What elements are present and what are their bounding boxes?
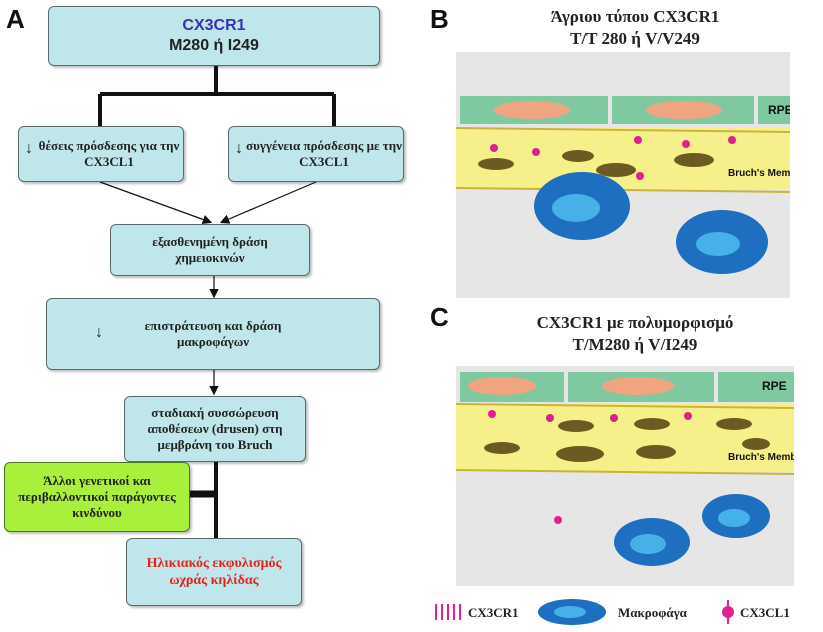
legend-macrophage-label: Μακροφάγα [618,605,687,620]
panel-b-title-line1: Άγριου τύπου CX3CR1 [550,7,720,26]
bruch-label-c: Bruch's Membrane [728,452,794,463]
binding-sites-text: θέσεις πρόσδεσης για την CX3CL1 [38,137,180,169]
amd-box: Ηλικιακός εκφυλισμός ωχράς κηλίδας [126,538,302,606]
bruch-label-b: Bruch's Membrane [728,168,790,179]
amd-text: Ηλικιακός εκφυλισμός ωχράς κηλίδας [146,555,282,589]
cx3cr1-variants: M280 ή I249 [169,37,259,54]
panel-c-title-line2: T/M280 ή V/I249 [572,335,698,355]
rpe-label-c: RPE [762,379,787,393]
down-arrow-icon: ↓ [25,140,33,157]
macrophage-recruitment-box: ↓ επιστράτευση και δράση μακροφάγων [46,298,380,370]
down-arrow-icon: ↓ [95,324,103,341]
binding-affinity-box: ↓ συγγένεια πρόσδεσης με την CX3CL1 [228,126,404,182]
weakened-chemokine-text: εξασθενημένη δράση χημειοκινών [152,233,268,265]
legend-icons [435,599,734,625]
binding-affinity-text: συγγένεια πρόσδεσης με την CX3CL1 [246,137,402,169]
drusen-text: σταδιακή συσσώρευση αποθέσεων (drusen) σ… [147,404,283,453]
receptor-legend-icon [435,604,461,620]
drusen-box: σταδιακή συσσώρευση αποθέσεων (drusen) σ… [124,396,306,462]
cx3cr1-title: CX3CR1 [182,17,246,34]
rpe-label-b: RPE [768,103,790,117]
legend-receptor-label: CX3CR1 [468,605,519,620]
panel-b-title-line2: T/T 280 ή V/V249 [570,29,700,49]
macrophage-recruitment-text: επιστράτευση και δράση μακροφάγων [144,317,282,349]
legend-ligand-label: CX3CL1 [740,605,790,620]
weakened-chemokine-box: εξασθενημένη δράση χημειοκινών [110,224,310,276]
risk-factors-box: Άλλοι γενετικοί και περιβαλλοντικοί παρά… [4,462,190,532]
panel-label-b: B [430,4,449,34]
binding-sites-box: ↓ θέσεις πρόσδεσης για την CX3CL1 [18,126,184,182]
panel-c-title: CX3CR1 με πολυμορφισμό T/M280 ή V/I249 [470,312,800,356]
panel-b-title: Άγριου τύπου CX3CR1 T/T 280 ή V/V249 [470,6,800,50]
down-arrow-icon: ↓ [235,140,243,157]
cx3cr1-box: CX3CR1 M280 ή I249 [48,6,380,66]
panel-label-a: A [6,4,25,34]
panel-label-c: C [430,302,449,332]
flowchart-connectors [98,64,336,540]
polymorphism-illustration: RPE Bruch's Membrane [456,366,794,586]
wild-type-illustration: RPE Bruch's Membrane [456,52,790,298]
risk-factors-text: Άλλοι γενετικοί και περιβαλλοντικοί παρά… [18,472,176,521]
panel-c-title-line1: CX3CR1 με πολυμορφισμό [536,313,734,332]
